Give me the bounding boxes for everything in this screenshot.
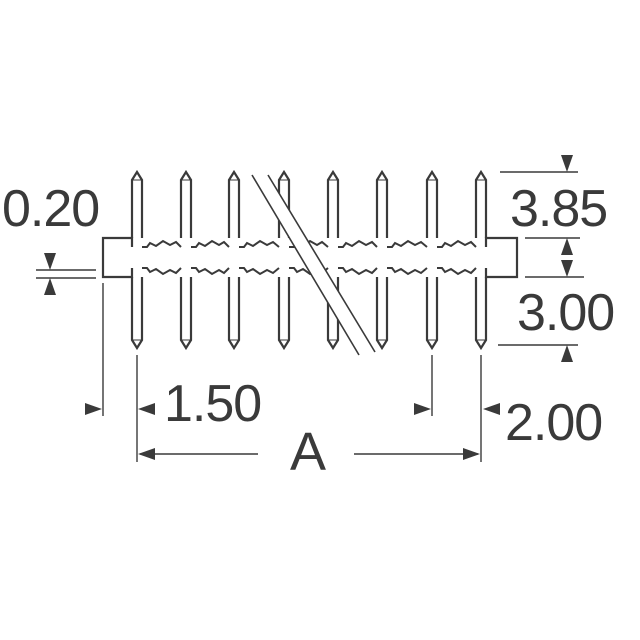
break-lines xyxy=(251,174,376,356)
dim-1-50-arrows xyxy=(85,403,155,415)
label-2-00: 2.00 xyxy=(505,394,603,452)
dim-0-20-markers xyxy=(36,253,96,295)
extension-lines xyxy=(102,283,482,462)
label-1-50: 1.50 xyxy=(164,375,262,433)
label-0-20: 0.20 xyxy=(2,180,100,238)
dim-A-line xyxy=(138,448,480,460)
label-3-00: 3.00 xyxy=(517,284,615,342)
label-A: A xyxy=(290,422,326,482)
dim-2-00-arrows xyxy=(414,403,500,415)
dim-vertical-right xyxy=(498,155,584,362)
label-3-85: 3.85 xyxy=(510,180,608,238)
